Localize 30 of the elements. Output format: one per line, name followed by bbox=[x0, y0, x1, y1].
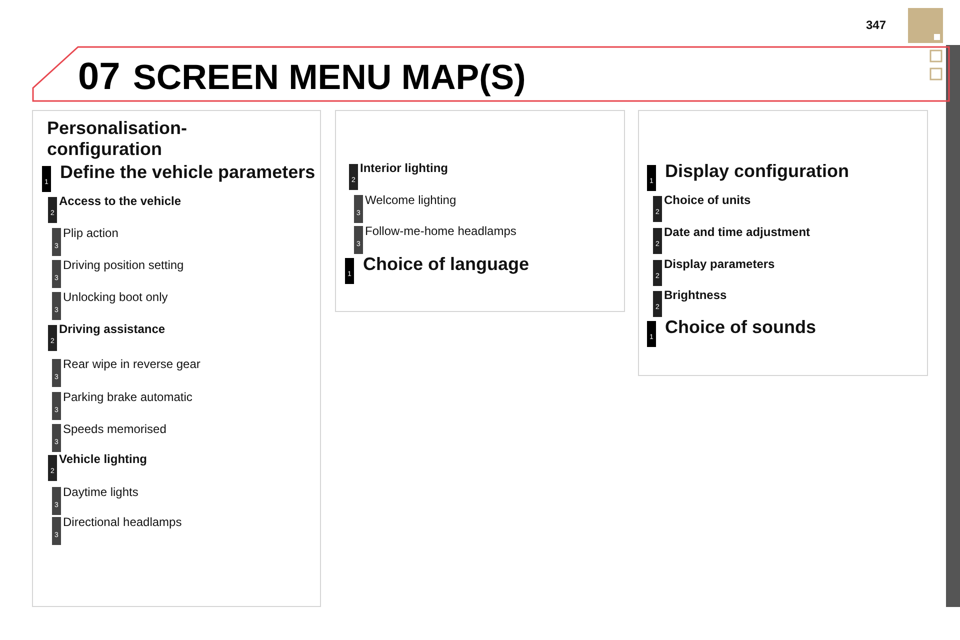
menu-level-3-item: Parking brake automatic bbox=[63, 390, 192, 404]
menu-level-3-item: Driving position setting bbox=[63, 258, 184, 272]
menu-panel bbox=[638, 110, 928, 376]
menu-level-3-item: Speeds memorised bbox=[63, 422, 166, 436]
page-title: SCREEN MENU MAP(S) bbox=[133, 58, 526, 98]
menu-level-2-item: Driving assistance bbox=[59, 322, 166, 336]
header-banner bbox=[32, 46, 950, 102]
menu-level-2-item: Brightness bbox=[664, 288, 727, 302]
menu-level-2-item: Date and time adjustment bbox=[664, 225, 810, 240]
menu-level-1-title: Choice of sounds bbox=[665, 317, 816, 339]
menu-level-2-item: Access to the vehicle bbox=[59, 194, 182, 208]
menu-level-1-title: Define the vehicle parameters bbox=[60, 162, 316, 184]
menu-level-3-item: Follow-me-home headlamps bbox=[365, 224, 516, 238]
menu-level-3-item: Welcome lighting bbox=[365, 193, 456, 208]
menu-level-2-item: Interior lighting bbox=[360, 161, 448, 176]
menu-panel bbox=[32, 110, 321, 607]
menu-level-1-title: Display configuration bbox=[665, 161, 850, 183]
chapter-number: 07 bbox=[78, 56, 120, 99]
menu-level-3-item: Unlocking boot only bbox=[63, 290, 168, 304]
menu-level-3-item: Plip action bbox=[63, 226, 118, 240]
menu-level-3-item: Rear wipe in reverse gear bbox=[63, 357, 200, 372]
page-number: 347 bbox=[866, 18, 886, 32]
menu-level-1-title: Choice of language bbox=[363, 254, 530, 276]
menu-panel bbox=[335, 110, 625, 312]
menu-level-3-item: Directional headlamps bbox=[63, 515, 182, 530]
menu-level-2-item: Choice of units bbox=[664, 193, 751, 208]
menu-level-3-item: Daytime lights bbox=[63, 485, 138, 500]
panel-heading: Personalisation- configuration bbox=[47, 118, 188, 160]
menu-level-2-item: Display parameters bbox=[664, 257, 775, 272]
menu-level-2-item: Vehicle lighting bbox=[59, 452, 148, 466]
